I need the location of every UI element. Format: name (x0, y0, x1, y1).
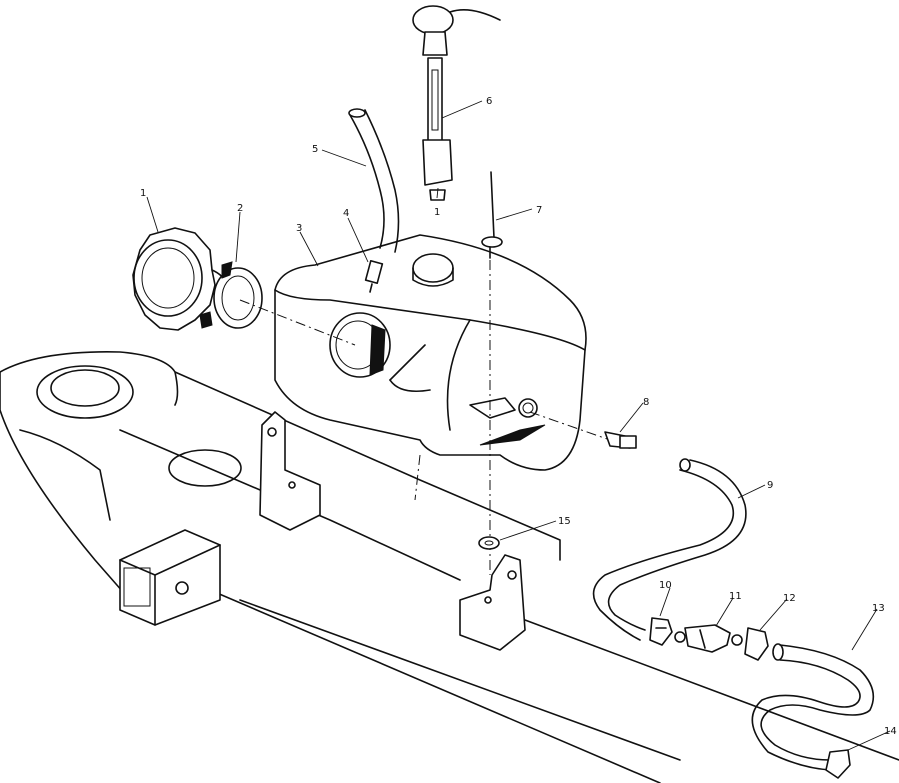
mount-bracket-left (259, 411, 321, 531)
callout-washer: 15 (558, 516, 571, 527)
clamp-right (744, 627, 769, 661)
callout-sensor-rod: 7 (536, 205, 542, 216)
callout-outlet-fitting: 8 (643, 397, 649, 408)
callout-tank: 3 (296, 223, 302, 234)
filler-cap (132, 227, 231, 331)
vent-fitting (364, 259, 384, 293)
callout-dipstick-bottom: 1 (434, 207, 440, 218)
callout-dipstick: 6 (486, 96, 492, 107)
outlet-fitting (604, 431, 637, 449)
callout-clamp-right: 12 (783, 593, 796, 604)
callout-clamp-left: 10 (659, 580, 672, 591)
callout-hose-lower: 13 (872, 603, 885, 614)
callout-inline-filter: 11 (729, 591, 742, 602)
callout-hose-upper: 9 (767, 480, 773, 491)
mount-bracket-right (459, 554, 526, 651)
callout-gasket: 2 (237, 203, 243, 214)
washer (478, 536, 500, 550)
hose-upper (592, 458, 747, 641)
hitch-receiver (119, 529, 221, 626)
callout-cap: 1 (140, 188, 146, 199)
callout-vent-fitting: 4 (343, 208, 349, 219)
clamp-end (825, 749, 851, 779)
callout-labels: 1 2 3 4 5 6 1 7 8 9 10 11 12 13 14 15 (140, 96, 897, 737)
frame-member (0, 351, 899, 783)
dipstick (412, 5, 501, 201)
callout-clamp-end: 14 (884, 726, 897, 737)
clamp-left (649, 617, 673, 646)
vent-hose (348, 108, 400, 253)
centerlines (239, 260, 611, 575)
inline-filter (674, 624, 743, 653)
leader-lines (146, 100, 891, 751)
oil-tank (274, 234, 587, 471)
callout-vent-hose: 5 (312, 144, 318, 155)
sensor-rod (481, 171, 503, 259)
hose-lower (751, 643, 875, 771)
gasket (199, 261, 263, 329)
